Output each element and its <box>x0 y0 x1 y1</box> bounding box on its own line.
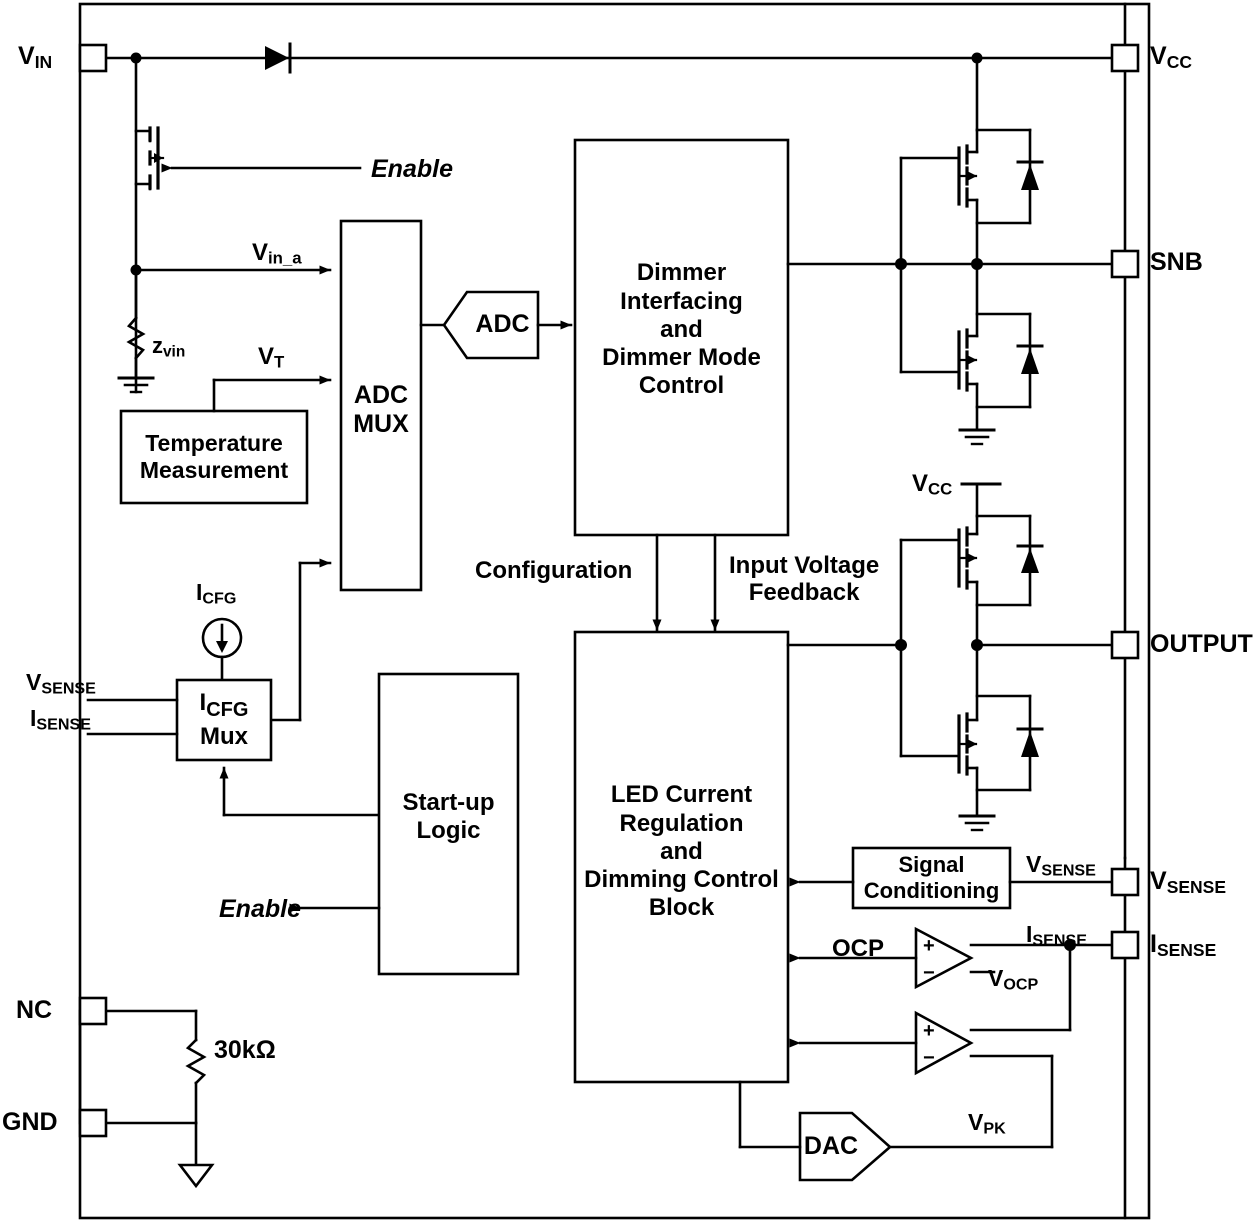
pin-label-vcc: VCC <box>1150 42 1192 72</box>
pin-label-nc: NC <box>16 996 53 1024</box>
dac-block[interactable]: DAC <box>803 1131 859 1160</box>
icfg-mux-line-1: ICFG <box>199 689 249 721</box>
ivf-line-1: Input Voltage <box>729 552 880 579</box>
zvin-label: zvin <box>152 333 186 361</box>
configuration-label: Configuration <box>475 557 633 584</box>
dimmer-line-4: Dimmer Mode <box>602 344 761 372</box>
peak-comparator-minus: − <box>923 1047 935 1069</box>
temp-line-2: Measurement <box>139 457 289 483</box>
ivf-line-2: Feedback <box>748 578 860 606</box>
dimmer-interfacing-block[interactable]: Dimmer Interfacing and Dimmer Mode Contr… <box>575 240 788 420</box>
startup-line-1: Start-up <box>402 788 495 816</box>
pin-label-snb: SNB <box>1150 248 1203 276</box>
led-line-3: and <box>660 837 703 865</box>
startup-logic-block[interactable]: Start-up Logic <box>379 784 518 850</box>
peak-comparator-plus: + <box>923 1020 935 1042</box>
dimmer-line-5: Control <box>638 372 725 400</box>
led-current-regulation-block[interactable]: LED Current Regulation and Dimming Contr… <box>570 762 793 942</box>
dimmer-line-3: and <box>660 315 703 343</box>
pin-label-vin: VIN <box>18 42 53 72</box>
ocp-comparator-plus: + <box>923 935 935 957</box>
led-line-2: Regulation <box>619 809 744 837</box>
icfg-mux-block[interactable]: ICFG Mux <box>177 680 271 760</box>
signal-conditioning-block[interactable]: Signal Conditioning <box>853 848 1010 908</box>
ocp-comparator-minus: − <box>923 962 935 984</box>
sigcond-line-2: Conditioning <box>863 878 1000 903</box>
vt-label: VT <box>258 343 285 372</box>
startup-line-2: Logic <box>416 817 481 844</box>
icfg-source-label: ICFG <box>196 579 237 608</box>
adc-mux-line-2: MUX <box>353 410 409 438</box>
icfg-mux-line-2: Mux <box>200 722 248 750</box>
ocp-label: OCP <box>832 935 885 962</box>
adc-mux-block[interactable]: ADC MUX <box>341 380 421 440</box>
led-line-4: Dimming Control <box>584 866 779 894</box>
temperature-measurement-block[interactable]: Temperature Measurement <box>121 411 307 503</box>
resistor-value-label: 30kΩ <box>214 1036 276 1064</box>
isense-mux-input-label: ISENSE <box>30 705 91 734</box>
input-voltage-feedback-label: Input Voltage Feedback <box>729 552 880 607</box>
sigcond-line-1: Signal <box>898 852 965 878</box>
adc-mux-line-1: ADC <box>353 380 409 409</box>
isense-wire-label: ISENSE <box>1026 921 1087 950</box>
pin-label-gnd: GND <box>2 1108 58 1136</box>
vcc-rail-label: VCC <box>912 470 953 499</box>
pin-label-vsense: VSENSE <box>1150 867 1227 897</box>
vsense-wire-label: VSENSE <box>1026 851 1096 880</box>
enable-label-top: Enable <box>371 155 453 183</box>
led-line-5: Block <box>648 894 715 922</box>
adc-block[interactable]: ADC <box>475 310 530 339</box>
vocp-label: VOCP <box>988 965 1039 994</box>
vsense-mux-input-label: VSENSE <box>26 669 96 698</box>
pin-label-output: OUTPUT <box>1150 630 1253 658</box>
vin-a-label: Vin_a <box>252 239 302 268</box>
vpk-label: VPK <box>968 1109 1006 1138</box>
enable-label-bottom: Enable <box>219 895 301 923</box>
dimmer-line-2: Interfacing <box>620 287 743 315</box>
led-line-1: LED Current <box>610 781 753 809</box>
pin-label-isense: ISENSE <box>1150 930 1217 960</box>
dimmer-line-1: Dimmer <box>636 259 727 287</box>
temp-line-1: Temperature <box>145 429 283 456</box>
